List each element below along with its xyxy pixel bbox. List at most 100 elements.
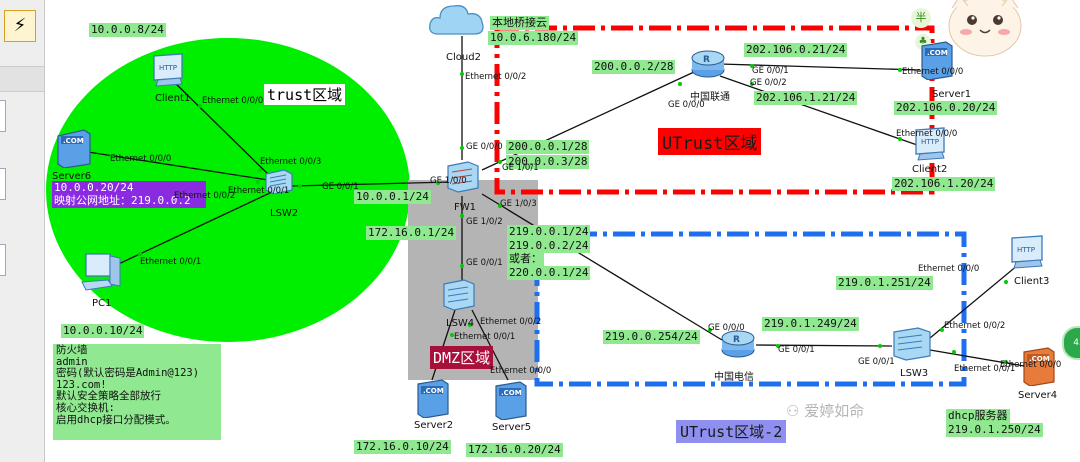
- port-label: Ethernet 0/0/2: [465, 72, 527, 82]
- server6-name: Server6: [52, 171, 92, 182]
- untrust-zone-border: [494, 25, 935, 195]
- lsw4-name: LSW4: [446, 318, 475, 329]
- port-dot: [1004, 360, 1008, 364]
- ip-label: 202.106.1.20/24: [892, 177, 996, 191]
- ip-label: 219.0.0.1/24: [507, 225, 591, 239]
- port-label: GE 0/0/1: [322, 182, 359, 192]
- trust-zone-label: trust区域: [264, 84, 346, 105]
- svg-text:.COM: .COM: [423, 387, 444, 395]
- server6-ip-label: 10.0.0.20/24: [52, 181, 206, 195]
- ip-label: 200.0.0.2/28: [592, 60, 676, 74]
- tool-item[interactable]: [0, 100, 6, 132]
- dmz-zone-label: DMZ区域: [430, 346, 494, 369]
- svg-text:.COM: .COM: [927, 49, 948, 57]
- lsw2-name: LSW2: [270, 208, 299, 219]
- http-client-icon[interactable]: HTTP: [1008, 234, 1050, 270]
- side-badge[interactable]: 43: [1062, 326, 1080, 360]
- notes-line: 123.com!: [56, 378, 107, 391]
- port-dot: [750, 82, 754, 86]
- ip-label: 220.0.0.1/24: [507, 266, 591, 280]
- telecom-name: 中国电信: [714, 372, 754, 383]
- server-icon[interactable]: .COM: [918, 40, 954, 80]
- tool-panel: [0, 66, 44, 92]
- server2-name: Server2: [414, 420, 454, 431]
- port-label: GE 0/0/1: [752, 66, 789, 76]
- port-dot: [460, 264, 464, 268]
- cloud-icon[interactable]: [428, 0, 488, 40]
- port-dot: [898, 137, 902, 141]
- svg-text:R: R: [703, 55, 710, 65]
- port-label: Ethernet 0/0/0: [110, 154, 172, 164]
- port-dot: [498, 204, 502, 208]
- svg-text:.COM: .COM: [63, 137, 84, 145]
- notes-line: admin: [56, 355, 88, 368]
- sticker-leaf: 半: [911, 8, 931, 28]
- link-lsw4-server5: [471, 309, 509, 381]
- switch-icon[interactable]: [442, 278, 476, 312]
- trust-zone-area: [46, 38, 410, 342]
- port-dot: [708, 328, 712, 332]
- client3-name: Client3: [1014, 276, 1050, 287]
- port-dot: [256, 180, 260, 184]
- port-label: GE 0/0/0: [466, 142, 503, 152]
- server-icon[interactable]: .COM: [54, 128, 92, 168]
- port-dot: [498, 160, 502, 164]
- port-label: Ethernet 0/0/2: [480, 317, 542, 327]
- svg-text:HTTP: HTTP: [159, 64, 177, 72]
- client2-name: Client2: [912, 164, 948, 175]
- firewall-notes-box: 防火墙 admin 密码(默认密码是Admin@123) 123.com! 默认…: [53, 344, 221, 440]
- ip-label: 10.0.0.10/24: [61, 324, 145, 338]
- server-icon[interactable]: .COM: [492, 380, 528, 420]
- tool-item[interactable]: [0, 244, 6, 276]
- port-label: GE 1/0/3: [500, 199, 537, 209]
- switch-icon[interactable]: [264, 168, 294, 194]
- tool-item[interactable]: [0, 168, 6, 200]
- http-client-icon[interactable]: HTTP: [150, 52, 186, 88]
- port-label: Ethernet 0/0/1: [228, 186, 290, 196]
- ip-label: 172.16.0.20/24: [466, 443, 563, 457]
- port-label: Ethernet 0/0/0: [202, 96, 264, 106]
- server-icon[interactable]: .COM: [414, 378, 450, 418]
- notes-line: 核心交换机:: [56, 401, 115, 414]
- port-dot: [678, 82, 682, 86]
- port-dot: [468, 323, 472, 327]
- ip-label: 219.0.1.250/24: [946, 423, 1043, 437]
- port-label: GE 0/0/0: [708, 323, 745, 333]
- ip-label: 或者：: [507, 252, 544, 266]
- ip-label: 219.0.0.254/24: [603, 330, 700, 344]
- port-label: Ethernet 0/0/0: [918, 264, 980, 274]
- link-client1-lsw2: [169, 77, 273, 179]
- router-icon[interactable]: R: [690, 46, 726, 80]
- link-lsw2-fw1: [291, 181, 453, 187]
- tool-button[interactable]: ⚡: [4, 10, 36, 42]
- notes-line: 默认安全策略全部放行: [56, 390, 161, 403]
- link-unicom-server1: [719, 63, 921, 71]
- router-icon[interactable]: R: [720, 326, 756, 360]
- http-client-icon[interactable]: HTTP: [912, 126, 948, 162]
- unicom-name: 中国联通: [690, 92, 730, 103]
- notes-line: 启用dhcp接口分配模式。: [56, 413, 176, 426]
- ip-label: 219.0.1.251/24: [836, 276, 933, 290]
- firewall-icon[interactable]: [446, 160, 480, 194]
- pc-icon[interactable]: [80, 252, 124, 294]
- port-label: GE 0/0/2: [750, 78, 787, 88]
- ip-label: 172.16.0.1/24: [366, 226, 457, 240]
- port-dot: [750, 64, 754, 68]
- switch-icon[interactable]: [892, 326, 932, 362]
- client1-name: Client1: [155, 93, 191, 104]
- svg-text:HTTP: HTTP: [921, 138, 939, 146]
- port-dot: [460, 146, 464, 150]
- watermark-text: 爱婷如命: [804, 402, 865, 420]
- cloud2-name: Cloud2: [446, 52, 481, 63]
- pc1-name: PC1: [92, 298, 112, 309]
- server4-name: Server4: [1018, 390, 1058, 401]
- watermark: ⚇ 爱婷如命: [786, 400, 864, 421]
- port-label: GE 1/0/0: [430, 176, 467, 186]
- port-dot: [436, 181, 440, 185]
- server-icon[interactable]: .COM: [1020, 346, 1056, 386]
- port-label: Ethernet 0/0/2: [174, 191, 236, 201]
- port-label: GE 0/0/0: [668, 100, 705, 110]
- port-label: Ethernet 0/0/0: [490, 366, 552, 376]
